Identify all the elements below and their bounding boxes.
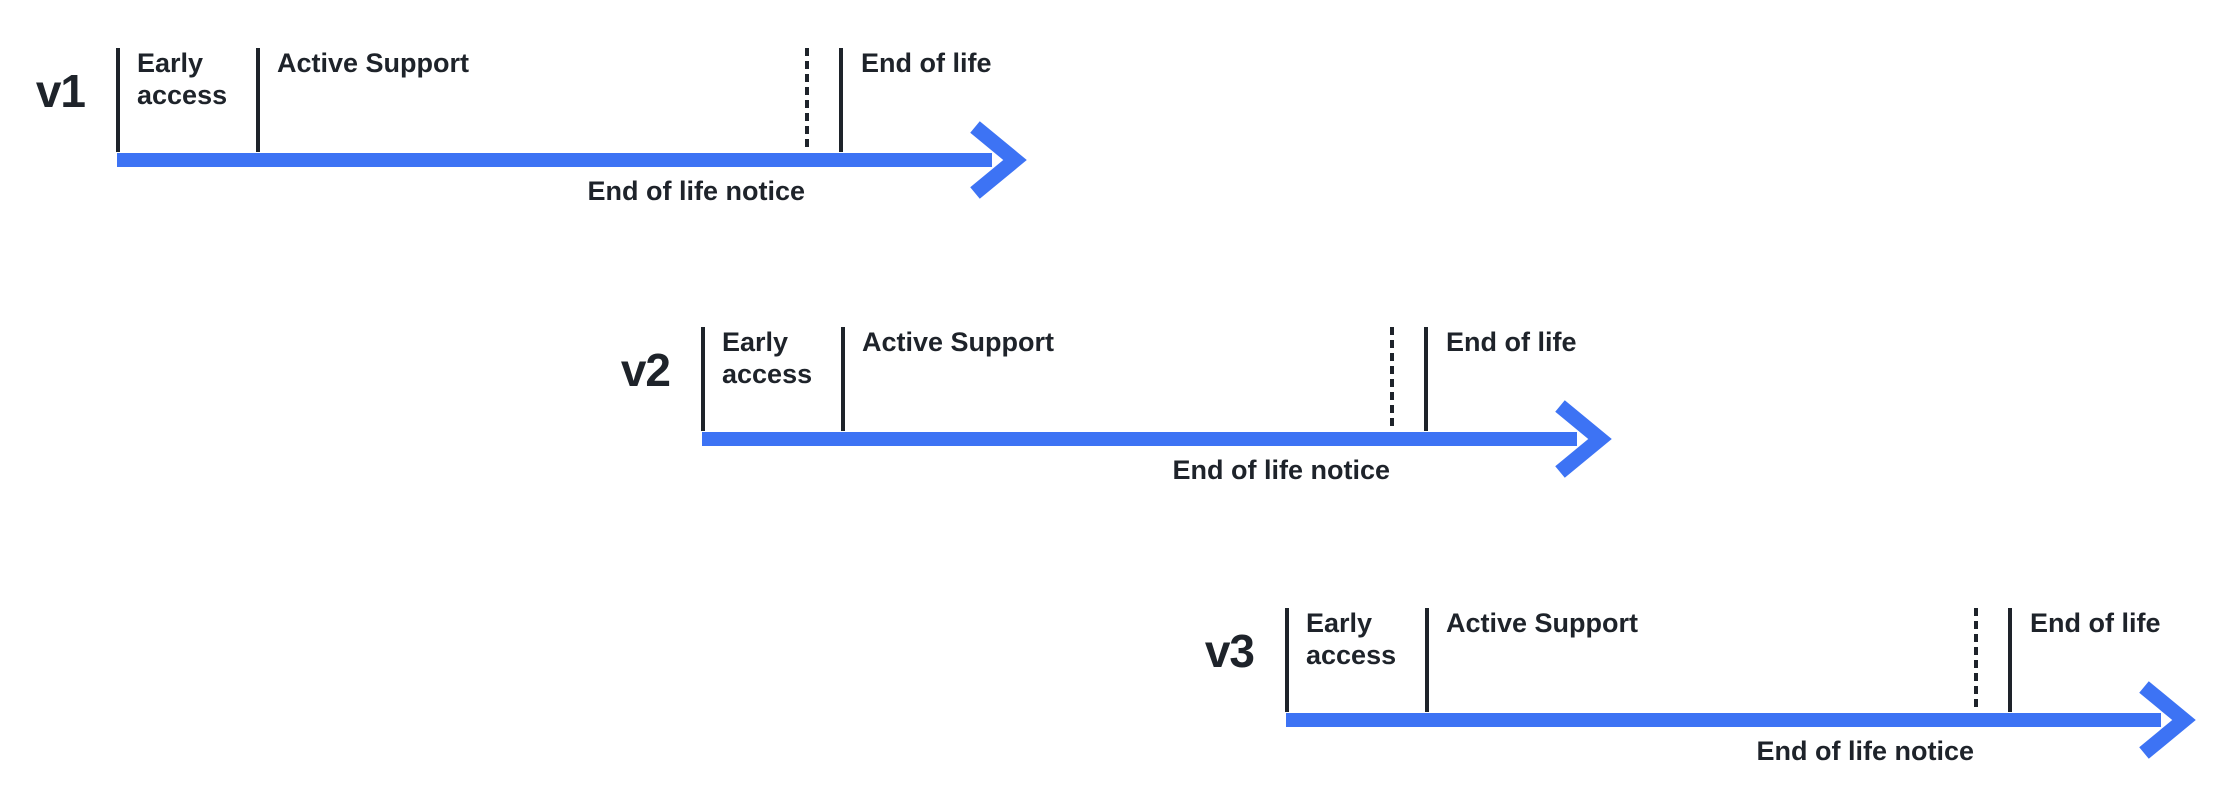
end-of-life-tick bbox=[2008, 608, 2012, 712]
end-of-life-label: End of life bbox=[861, 48, 992, 78]
early-access-end-tick bbox=[256, 48, 260, 152]
version-label: v1 bbox=[35, 65, 86, 117]
timeline-arrow-shaft bbox=[1286, 713, 2161, 727]
end-of-life-label: End of life bbox=[2030, 608, 2161, 638]
eol-notice-label: End of life notice bbox=[1172, 455, 1390, 485]
active-support-label: Active Support bbox=[277, 48, 470, 78]
early-access-end-tick bbox=[841, 327, 845, 431]
early-access-label: Early access bbox=[722, 327, 813, 389]
eol-notice-dashed-tick bbox=[805, 48, 809, 152]
timeline-arrow-shaft bbox=[117, 153, 992, 167]
timeline-arrow-shaft bbox=[702, 432, 1577, 446]
eol-notice-dashed-tick bbox=[1390, 327, 1394, 431]
timeline-start-tick bbox=[701, 327, 705, 431]
version-label: v3 bbox=[1204, 625, 1255, 677]
eol-notice-dashed-tick bbox=[1974, 608, 1978, 712]
eol-notice-label: End of life notice bbox=[587, 176, 805, 206]
version-label: v2 bbox=[620, 344, 671, 396]
timeline-arrowhead bbox=[1555, 400, 1612, 478]
early-access-label: Early access bbox=[137, 48, 228, 110]
timeline-arrowhead bbox=[970, 121, 1027, 199]
active-support-label: Active Support bbox=[862, 327, 1055, 357]
end-of-life-tick bbox=[1424, 327, 1428, 431]
timeline-start-tick bbox=[116, 48, 120, 152]
end-of-life-tick bbox=[839, 48, 843, 152]
active-support-label: Active Support bbox=[1446, 608, 1639, 638]
timeline-start-tick bbox=[1285, 608, 1289, 712]
end-of-life-label: End of life bbox=[1446, 327, 1577, 357]
early-access-label: Early access bbox=[1306, 608, 1397, 670]
timeline-arrowhead bbox=[2139, 681, 2196, 759]
eol-notice-label: End of life notice bbox=[1756, 736, 1974, 766]
early-access-end-tick bbox=[1425, 608, 1429, 712]
